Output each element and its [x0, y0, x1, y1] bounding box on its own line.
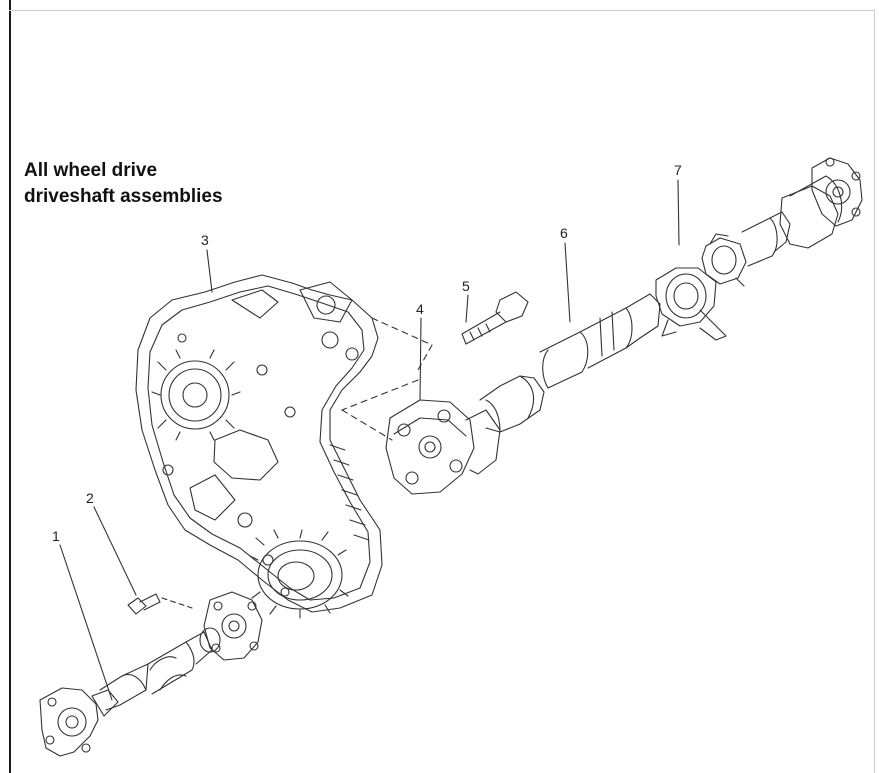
title-line-1: All wheel drive	[24, 160, 158, 181]
leader-lines	[60, 180, 679, 700]
transfer-case-housing	[136, 275, 382, 618]
rear-output-flange	[780, 158, 862, 248]
callout-7: 7	[674, 162, 682, 178]
frame-right-border	[874, 10, 875, 773]
diagram-title: All wheel drive driveshaft assemblies	[24, 158, 223, 210]
callout-2: 2	[86, 490, 94, 506]
callout-4: 4	[416, 301, 424, 317]
coupler-bolt-5	[462, 292, 528, 344]
callout-5: 5	[462, 278, 470, 294]
frame-left-border	[9, 0, 11, 773]
title-line-2: driveshaft assemblies	[24, 186, 223, 207]
rear-driveshaft-center-bearing	[656, 212, 790, 340]
flange-bolt-2	[128, 594, 192, 614]
callout-1: 1	[52, 528, 60, 544]
callout-6: 6	[560, 225, 568, 241]
front-driveshaft	[40, 592, 262, 756]
frame-top-border	[9, 10, 875, 11]
alignment-dashes	[342, 318, 432, 440]
rear-driveshaft-front-tube	[480, 294, 660, 432]
flex-coupler	[386, 400, 500, 494]
callout-3: 3	[201, 232, 209, 248]
